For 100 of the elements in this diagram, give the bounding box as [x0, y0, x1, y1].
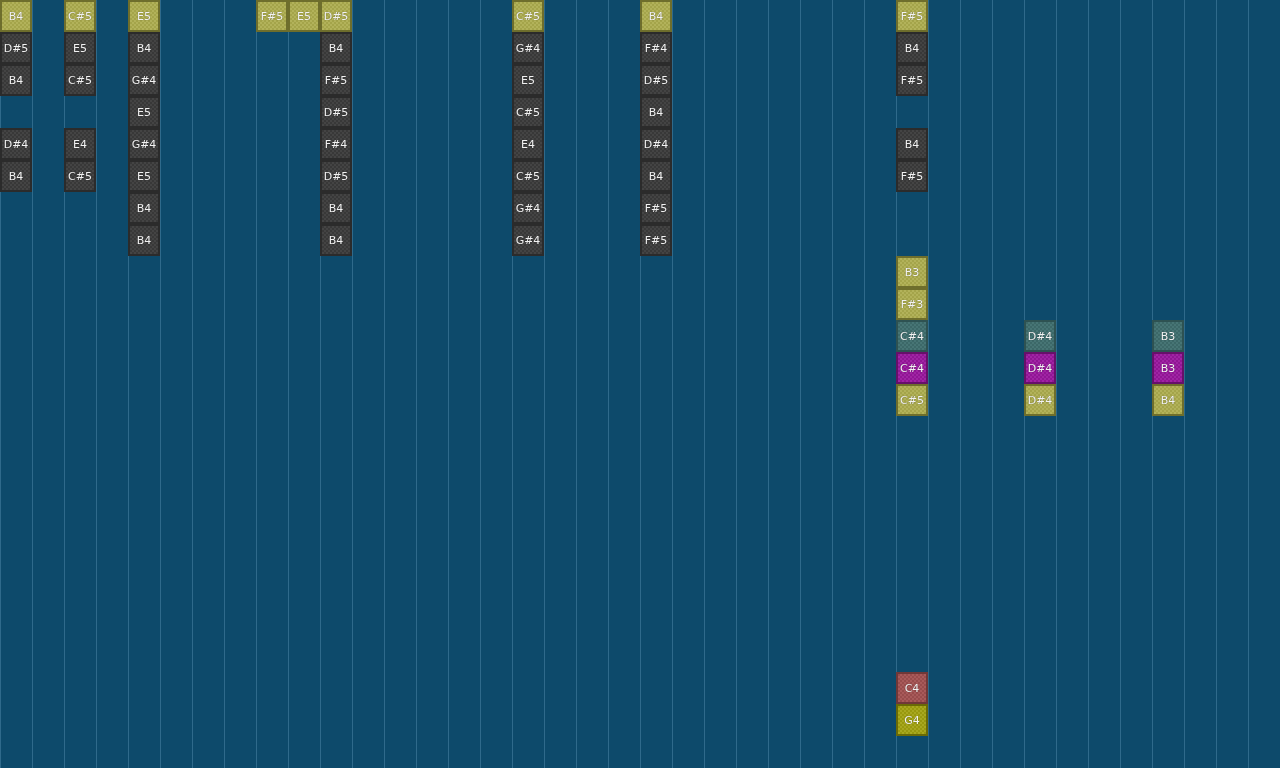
- note-block: [512, 32, 544, 64]
- note-block: [1024, 384, 1056, 416]
- note-label: C#5: [516, 106, 540, 118]
- note-label: F#5: [900, 74, 924, 86]
- note-label: E5: [137, 10, 151, 22]
- note-block: [896, 384, 928, 416]
- note-block: [896, 672, 928, 704]
- note-block: [640, 224, 672, 256]
- note-block: [1152, 352, 1184, 384]
- note-block: [1152, 320, 1184, 352]
- note-block: [320, 32, 352, 64]
- note-label: F#5: [900, 10, 924, 22]
- note-label: C#5: [516, 170, 540, 182]
- note-label: C#5: [68, 10, 92, 22]
- note-block: [64, 64, 96, 96]
- note-block: [288, 0, 320, 32]
- note-label: B3: [1160, 362, 1176, 374]
- note-label: B4: [648, 106, 664, 118]
- note-label: B4: [328, 202, 344, 214]
- note-label: D#5: [3, 42, 29, 54]
- note-block: [512, 96, 544, 128]
- note-label: E5: [73, 42, 87, 54]
- note-label: E5: [137, 106, 151, 118]
- note-block: [640, 192, 672, 224]
- note-block: [320, 160, 352, 192]
- note-block: [896, 320, 928, 352]
- note-label: B4: [8, 10, 24, 22]
- note-block: [0, 128, 32, 160]
- note-block: [320, 0, 352, 32]
- note-block: [896, 256, 928, 288]
- note-label: B4: [648, 170, 664, 182]
- note-block: [0, 0, 32, 32]
- note-label: C#4: [900, 330, 924, 342]
- note-label: B4: [904, 138, 920, 150]
- note-label: C#4: [900, 362, 924, 374]
- note-block: [64, 32, 96, 64]
- note-block: [512, 0, 544, 32]
- note-block: [512, 224, 544, 256]
- note-block: [128, 192, 160, 224]
- note-block: [320, 128, 352, 160]
- note-label: B4: [648, 10, 664, 22]
- note-block: [896, 128, 928, 160]
- note-label: B4: [1160, 394, 1176, 406]
- note-label: C#5: [900, 394, 924, 406]
- note-label: G#4: [131, 138, 157, 150]
- note-label: G4: [904, 714, 920, 726]
- note-block: [896, 32, 928, 64]
- note-block: [128, 64, 160, 96]
- note-block: [640, 32, 672, 64]
- note-label: F#5: [900, 170, 924, 182]
- note-block: [1152, 384, 1184, 416]
- note-block: [1024, 320, 1056, 352]
- note-block: [320, 192, 352, 224]
- note-block: [320, 64, 352, 96]
- note-label: G#4: [515, 42, 541, 54]
- note-block: [896, 352, 928, 384]
- note-block: [512, 64, 544, 96]
- note-label: D#4: [1027, 330, 1053, 342]
- note-block: [896, 160, 928, 192]
- note-label: G#4: [515, 202, 541, 214]
- note-label: E5: [521, 74, 535, 86]
- note-label: B3: [904, 266, 920, 278]
- note-label: B4: [328, 234, 344, 246]
- note-label: D#4: [1027, 394, 1053, 406]
- note-label: B4: [136, 42, 152, 54]
- note-block: [0, 64, 32, 96]
- note-label: B4: [136, 234, 152, 246]
- note-label: E5: [297, 10, 311, 22]
- note-block: [64, 0, 96, 32]
- note-block: [512, 160, 544, 192]
- note-label: F#4: [324, 138, 348, 150]
- note-label: B4: [8, 170, 24, 182]
- note-block: [128, 32, 160, 64]
- note-block: [896, 0, 928, 32]
- note-label: F#5: [260, 10, 284, 22]
- note-label: C#5: [68, 74, 92, 86]
- note-label: E4: [521, 138, 535, 150]
- note-label: B3: [1160, 330, 1176, 342]
- note-label: C#5: [516, 10, 540, 22]
- note-label: D#4: [643, 138, 669, 150]
- note-label: D#5: [323, 170, 349, 182]
- note-block: [320, 224, 352, 256]
- note-label: B4: [8, 74, 24, 86]
- note-label: B4: [136, 202, 152, 214]
- note-label: D#5: [643, 74, 669, 86]
- note-block: [128, 96, 160, 128]
- note-label: B4: [328, 42, 344, 54]
- note-block: [320, 96, 352, 128]
- note-block: [896, 64, 928, 96]
- note-label: D#4: [1027, 362, 1053, 374]
- note-block: [640, 160, 672, 192]
- note-block: [64, 128, 96, 160]
- note-block: [128, 0, 160, 32]
- note-block: [640, 64, 672, 96]
- note-block: [640, 96, 672, 128]
- note-block: [256, 0, 288, 32]
- note-label: E5: [137, 170, 151, 182]
- note-block: [128, 128, 160, 160]
- note-label: D#5: [323, 10, 349, 22]
- note-label: E4: [73, 138, 87, 150]
